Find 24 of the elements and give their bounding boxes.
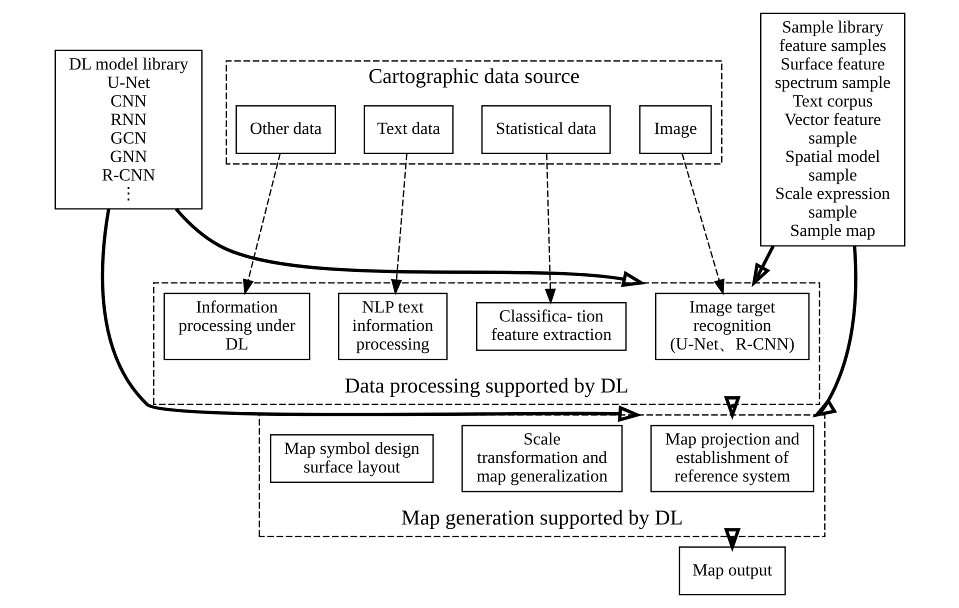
arrow bbox=[390, 154, 407, 296]
node-box: Statistical data bbox=[480, 105, 610, 154]
arrow bbox=[751, 245, 774, 288]
arrow bbox=[723, 396, 740, 420]
node-box: DL model library U-Net CNN RNN GCN GNN R-CNN ⋮ bbox=[54, 50, 202, 210]
arrow bbox=[812, 246, 857, 418]
node-box: Sample library feature samples Surface feature spectrum sample Text corpus Vector feature sample Spatial model sample Scale expression sample Sample map bbox=[760, 12, 905, 247]
node-box: Image bbox=[638, 105, 712, 154]
arrow bbox=[100, 209, 642, 422]
arrow bbox=[174, 208, 646, 288]
arrow bbox=[681, 153, 724, 296]
node-box: Information processing under DL bbox=[163, 292, 310, 360]
node-box: Image target recognition (U-Net、R-CNN) bbox=[654, 292, 810, 360]
node-box: Other data bbox=[235, 105, 336, 154]
node-box: Map symbol design surface layout bbox=[269, 434, 434, 483]
node-box: Classifica- tion feature extraction bbox=[476, 302, 626, 351]
arrow bbox=[242, 153, 280, 296]
node-box: NLP text information processing bbox=[337, 292, 448, 360]
arrow bbox=[544, 154, 556, 305]
node-box: Scale transformation and map generalization bbox=[461, 424, 622, 492]
arrow bbox=[723, 528, 740, 552]
node-box: Map output bbox=[678, 546, 786, 596]
node-box: Map projection and establishment of reference system bbox=[650, 424, 814, 492]
node-box: Text data bbox=[363, 105, 454, 154]
